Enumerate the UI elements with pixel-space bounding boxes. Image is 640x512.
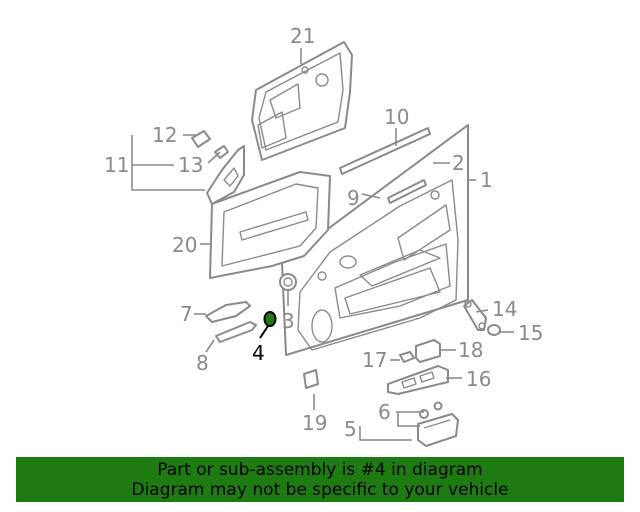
leader-lines [131,48,514,441]
callout-13: 13 [178,153,203,177]
callout-4: 4 [252,341,265,365]
part-16-switch-bezel [387,365,449,395]
callout-16: 16 [466,367,491,391]
callout-2: 2 [452,151,465,175]
banner-line-1: Part or sub-assembly is #4 in diagram [157,460,483,480]
parts-diagram: 21 10 1 2 9 12 11 13 20 3 4 7 8 14 15 18… [104,24,543,447]
part-12-pad [191,130,211,148]
callout-11: 11 [104,153,129,177]
banner-line-2: Diagram may not be specific to your vehi… [131,480,509,500]
part-18-switch [415,339,441,363]
part-3-grommet [279,273,297,291]
part-7-bezel [205,301,251,323]
part-8-strip [215,321,257,343]
callout-15: 15 [518,321,543,345]
part-14-lever [463,299,487,331]
callout-14: 14 [492,297,517,321]
callout-6: 6 [378,400,391,424]
part-17-clip [399,351,415,363]
part-6-screws [419,401,443,419]
part-15-ring [487,324,501,336]
callout-21: 21 [290,24,315,48]
part-20-pocket-panel [209,171,331,279]
part-9-strip [387,179,427,204]
part-4-highlighted [263,311,277,327]
callout-18: 18 [458,338,483,362]
callout-7: 7 [180,302,193,326]
part-19-switch [303,369,319,389]
callout-19: 19 [302,411,327,435]
callout-12: 12 [152,123,177,147]
callout-3: 3 [282,309,295,333]
callout-20: 20 [172,233,197,257]
callout-10: 10 [384,105,409,129]
callout-8: 8 [196,351,209,375]
callout-17: 17 [362,348,387,372]
callout-1: 1 [480,168,493,192]
callout-9: 9 [347,186,360,210]
part-21-door-frame [251,41,353,161]
notice-banner: Part or sub-assembly is #4 in diagram Di… [16,457,624,502]
part-13-screw [214,145,229,159]
callout-labels: 21 10 1 2 9 12 11 13 20 3 4 7 8 14 15 18… [104,24,543,441]
part-5-pocket [417,413,459,447]
part-10-belt-strip [339,127,431,175]
callout-5: 5 [344,417,357,441]
